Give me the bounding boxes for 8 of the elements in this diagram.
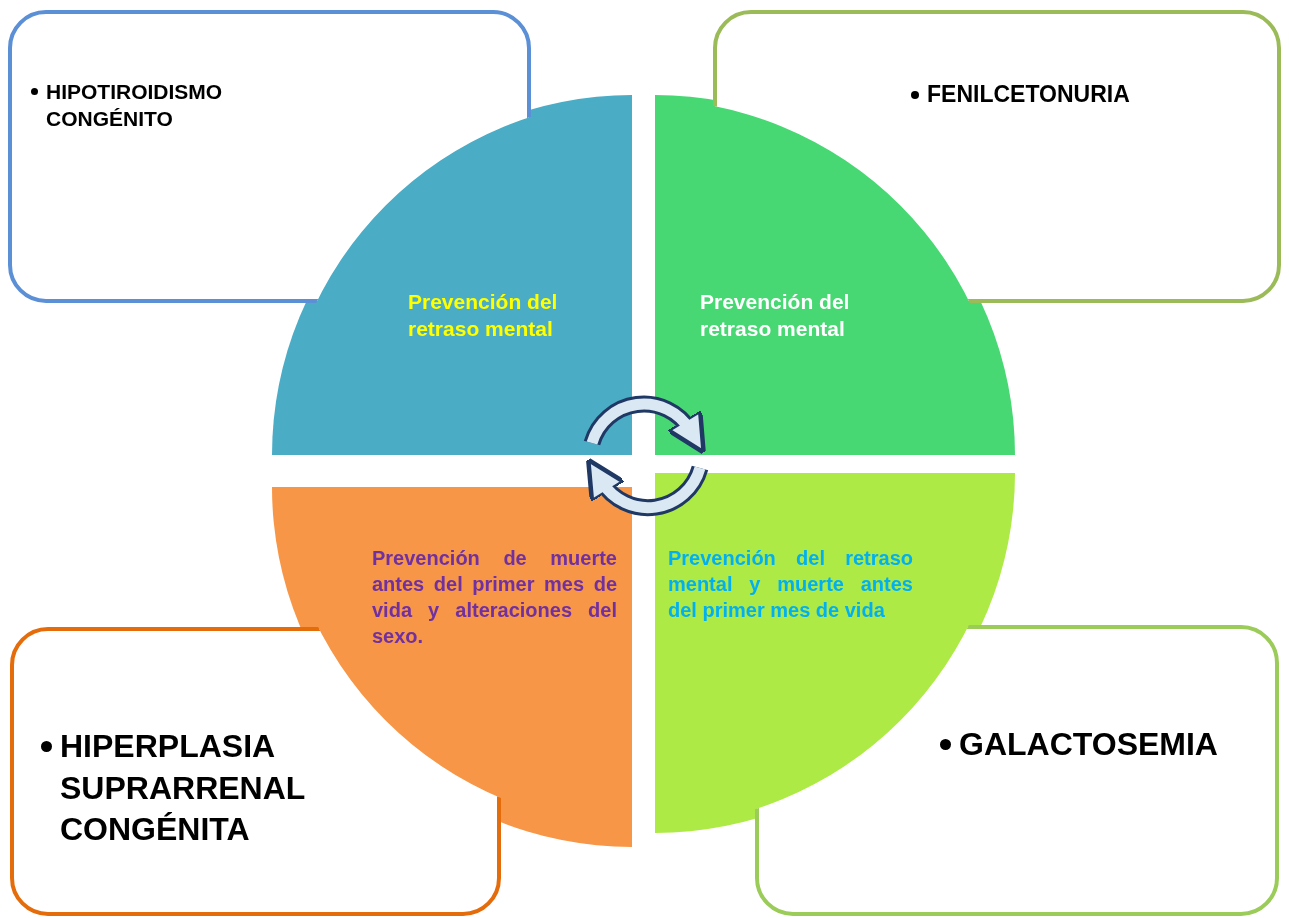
disease-label: HIPOTIROIDISMO CONGÉNITO: [46, 79, 224, 133]
segment-text: Prevención del retraso mental: [408, 289, 559, 343]
segment-text: Prevención de muerte antes del primer mes de vida y alteraciones del sexo.: [372, 546, 617, 649]
disease-label: GALACTOSEMIA: [959, 725, 1219, 764]
segment-text: Prevención del retraso mental y muerte antes del primer mes de vida: [668, 546, 913, 623]
disease-label: FENILCETONURIA: [927, 80, 1131, 109]
disease-label: HIPERPLASIA SUPRARRENAL CONGÉNITA: [60, 727, 306, 850]
segment-text: Prevención del retraso mental: [700, 289, 851, 343]
